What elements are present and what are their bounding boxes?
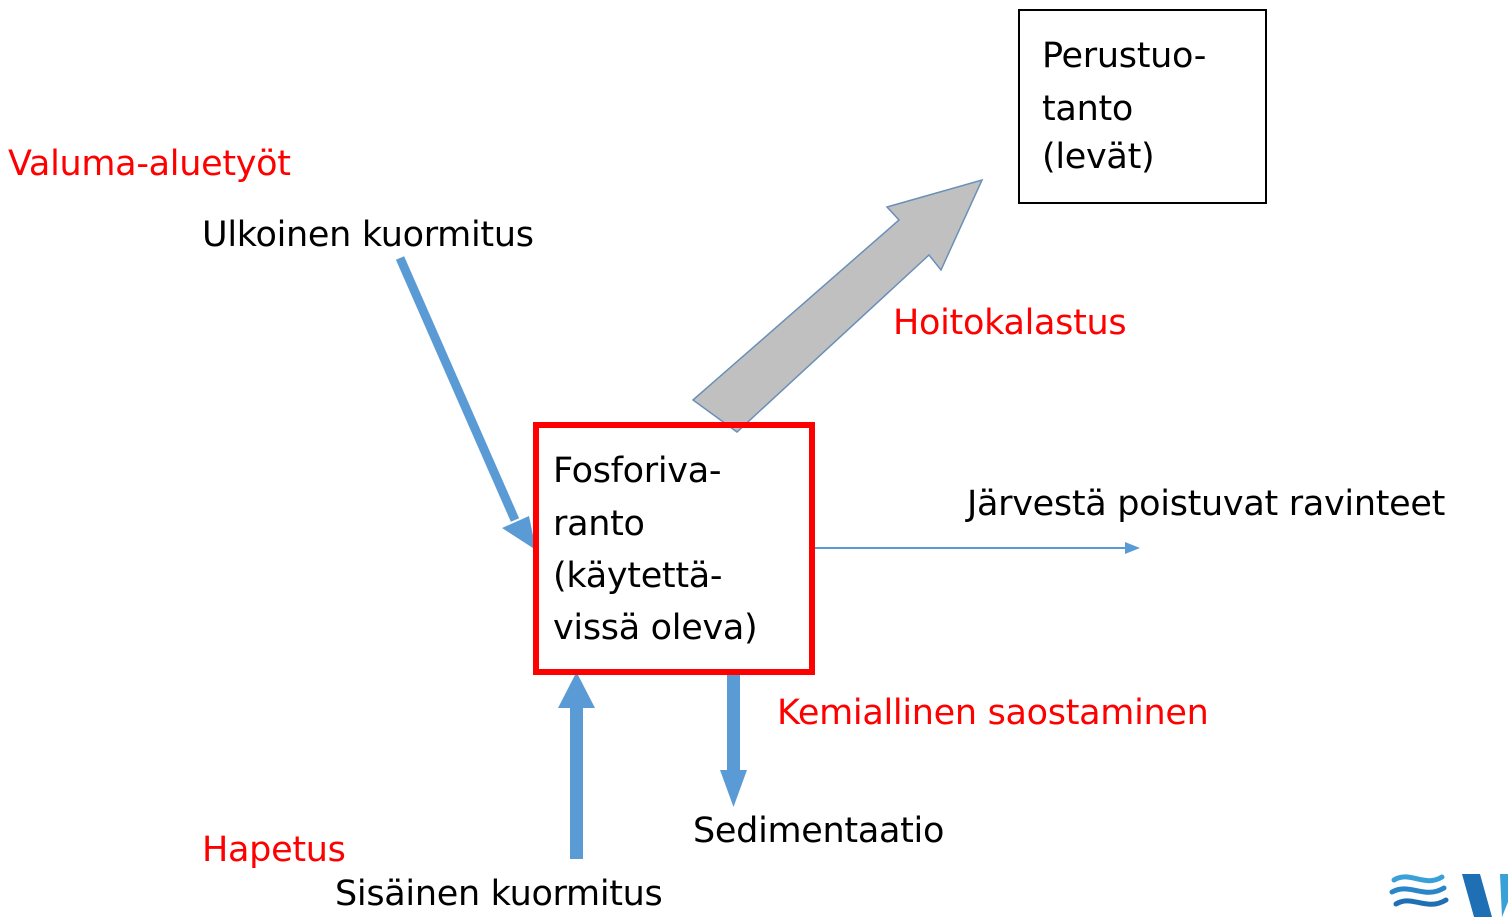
- outflow-nutrients-label: Järvestä poistuvat ravinteet: [967, 484, 1446, 524]
- internal-load-label: Sisäinen kuormitus: [335, 874, 663, 914]
- external-load-label: Ulkoinen kuormitus: [202, 215, 534, 255]
- primary-production-line-2: tanto: [1042, 89, 1133, 129]
- sedimentation-arrow: [720, 675, 747, 807]
- oxygenation-label: Hapetus: [202, 830, 346, 870]
- phosphorus-reservoir-box: Fosforiva- ranto (käytettä- vissä oleva): [533, 422, 815, 675]
- primary-production-box: Perustuo- tanto (levät): [1018, 9, 1267, 204]
- chemical-precipitation-label: Kemiallinen saostaminen: [777, 693, 1209, 733]
- catchment-works-label: Valuma-aluetyöt: [8, 144, 291, 184]
- reservoir-line-3: (käytettä-: [553, 556, 723, 596]
- primary-production-arrow: [691, 178, 984, 433]
- biomanipulation-label: Hoitokalastus: [893, 303, 1127, 343]
- reservoir-line-4: vissä oleva): [553, 608, 758, 648]
- internal-load-arrow: [558, 672, 595, 859]
- primary-production-line-3: (levät): [1042, 137, 1155, 177]
- outflow-arrow: [815, 542, 1140, 554]
- reservoir-line-2: ranto: [553, 504, 645, 544]
- water-waves-logo-icon: [1389, 874, 1508, 917]
- external-load-arrow: [395, 256, 536, 550]
- primary-production-line-1: Perustuo-: [1042, 36, 1207, 76]
- reservoir-line-1: Fosforiva-: [553, 451, 722, 491]
- sedimentation-label: Sedimentaatio: [693, 811, 945, 851]
